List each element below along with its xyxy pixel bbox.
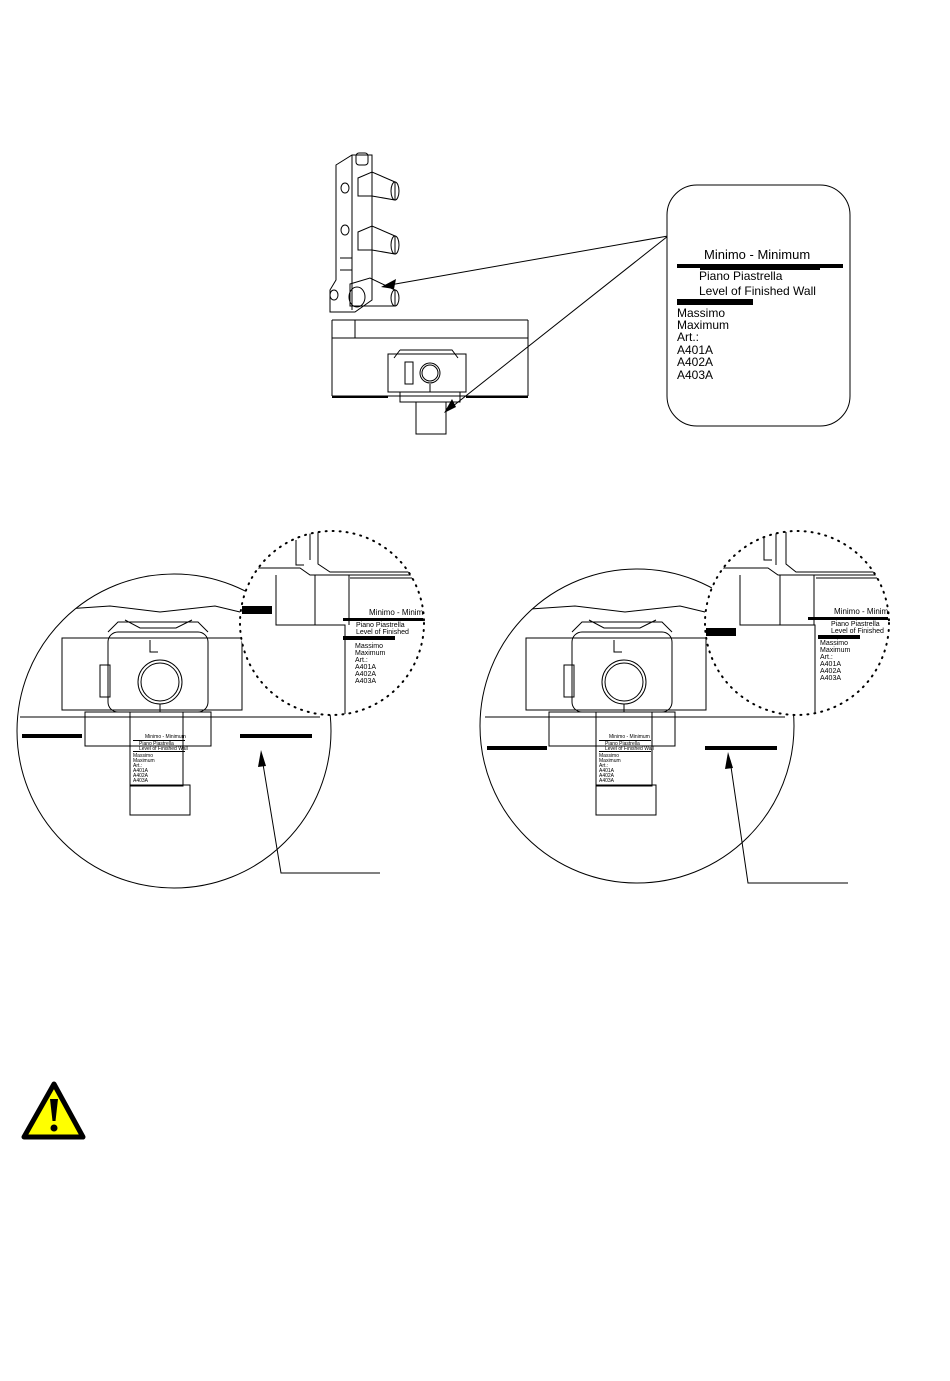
detail-left-pointer-line — [261, 757, 380, 874]
detail-left-level-bars — [22, 734, 312, 738]
warning-triangle-icon — [21, 1081, 86, 1140]
detail-left-tile-it: Piano Piastrella — [356, 622, 405, 629]
svg-text:A401A: A401A — [133, 768, 149, 774]
callout-art-1: A401A — [677, 343, 713, 357]
detail-right-zoom-circle — [704, 530, 890, 716]
valve-body-drawing — [329, 152, 400, 313]
callout-bar-max — [677, 299, 753, 305]
detail-left-max-en: Maximum — [355, 650, 386, 657]
detail-right-max-en: Maximum — [820, 647, 851, 654]
detail-left-zoom-min-bar — [343, 618, 423, 621]
detail-right-zoom-max-bar — [818, 635, 860, 639]
section-view-top — [331, 319, 529, 435]
detail-right-tile-en: Level of Finished — [831, 628, 884, 635]
detail-right-pointer-arrowhead — [725, 752, 733, 769]
detail-right: Minimo - Minimum Piano Piastrella Level … — [479, 530, 890, 884]
callout-tile-it: Piano Piastrella — [699, 269, 783, 283]
detail-right-tile-it: Piano Piastrella — [831, 621, 880, 628]
callout-art: Art.: — [677, 330, 699, 344]
detail-right-small-text: Minimo - Minimum Piano Piastrella Level … — [599, 734, 654, 784]
detail-left-art: Art.: — [355, 657, 368, 664]
callout-bar-min — [677, 264, 843, 268]
svg-text:Minimo - Minimum: Minimo - Minimum — [609, 734, 650, 740]
detail-left-max-it: Massimo — [355, 643, 383, 650]
detail-left: Minimo - Minimum Piano Piastrella Level … — [16, 530, 425, 889]
leader-lines-top — [383, 235, 669, 411]
callout-box — [666, 184, 851, 427]
svg-text:Massimo: Massimo — [599, 753, 619, 759]
detail-left-art-2: A402A — [355, 671, 376, 678]
svg-text:Minimo - Minimum: Minimo - Minimum — [145, 734, 186, 740]
svg-text:A402A: A402A — [599, 773, 615, 779]
detail-left-tile-en: Level of Finished — [356, 629, 409, 636]
svg-text:Piano Piastrella: Piano Piastrella — [605, 741, 640, 747]
detail-left-art-3: A403A — [355, 678, 376, 685]
svg-text:A402A: A402A — [133, 773, 149, 779]
detail-left-minimum: Minimo - Minim — [369, 608, 424, 617]
detail-right-art-3: A403A — [820, 675, 841, 682]
detail-left-art-1: A401A — [355, 664, 376, 671]
detail-right-art: Art.: — [820, 654, 833, 661]
callout-art-3: A403A — [677, 368, 713, 382]
detail-right-art-1: A401A — [820, 661, 841, 668]
svg-text:Art.:: Art.: — [133, 763, 142, 769]
detail-left-zoom-bar — [242, 606, 272, 614]
svg-text:A403A: A403A — [599, 778, 615, 784]
svg-text:Art.:: Art.: — [599, 763, 608, 769]
callout-bar-dash — [700, 268, 820, 270]
callout-max-en: Maximum — [677, 318, 729, 332]
detail-right-pointer-line — [729, 759, 848, 884]
svg-text:A403A: A403A — [133, 778, 149, 784]
detail-right-art-2: A402A — [820, 668, 841, 675]
callout-minimum: Minimo - Minimum — [704, 247, 810, 262]
detail-left-small-text: Minimo - Minimum Piano Piastrella Level … — [133, 734, 188, 784]
svg-text:Maximum: Maximum — [133, 758, 155, 764]
svg-text:A401A: A401A — [599, 768, 615, 774]
svg-text:Level of Finished Wall: Level of Finished Wall — [605, 746, 654, 752]
svg-text:Maximum: Maximum — [599, 758, 621, 764]
detail-left-zoom-circle — [239, 530, 425, 716]
svg-text:Massimo: Massimo — [133, 753, 153, 759]
detail-right-zoom-min-bar — [808, 617, 888, 620]
detail-left-pointer-arrowhead — [258, 750, 266, 767]
detail-right-level-bars — [487, 746, 777, 750]
detail-left-zoom-max-bar — [343, 636, 395, 640]
callout-max-it: Massimo — [677, 306, 725, 320]
arrowhead-top-2 — [444, 399, 456, 413]
callout-art-2: A402A — [677, 355, 713, 369]
svg-text:Piano Piastrella: Piano Piastrella — [139, 741, 174, 747]
callout-tile-en: Level of Finished Wall — [699, 284, 816, 298]
arrowhead-top-1 — [381, 279, 396, 289]
detail-right-minimum: Minimo - Minim — [834, 607, 889, 616]
detail-right-zoom-bar — [706, 628, 736, 636]
svg-text:Level of Finished Wall: Level of Finished Wall — [139, 746, 188, 752]
detail-right-max-it: Massimo — [820, 640, 848, 647]
